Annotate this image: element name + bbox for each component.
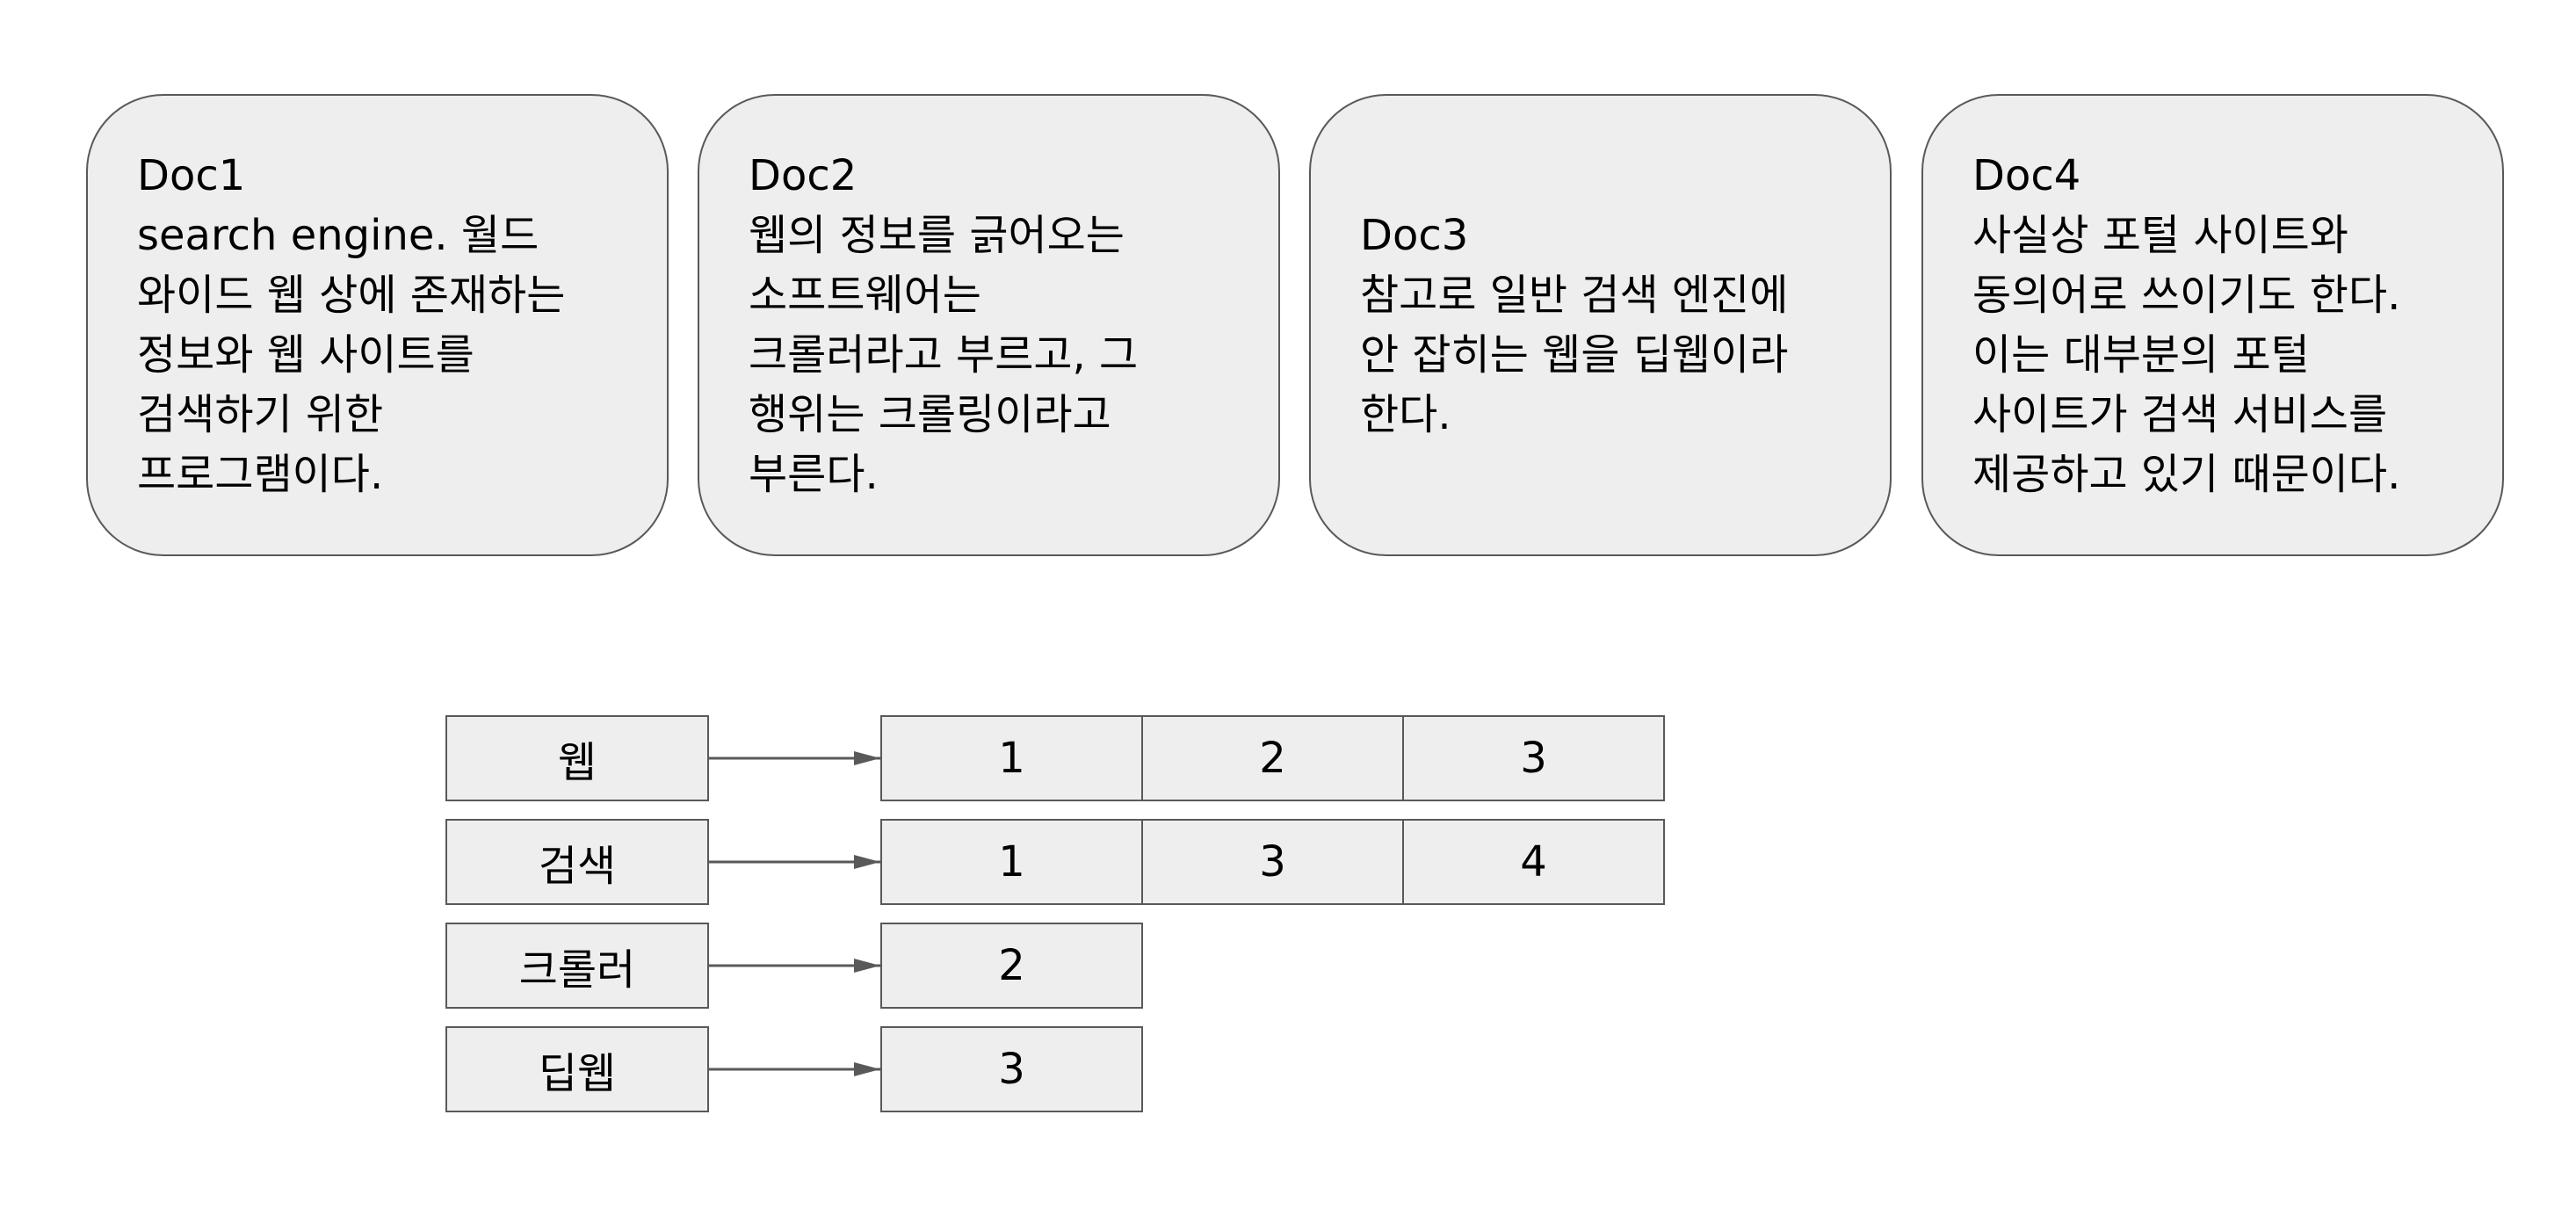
doc-card-3: Doc3 참고로 일반 검색 엔진에 안 잡히는 웹을 딥웹이라 한다. <box>1309 94 1892 556</box>
posting-cell: 1 <box>880 715 1143 801</box>
posting-cell: 2 <box>880 923 1143 1009</box>
term-crawler: 크롤러 <box>445 923 709 1009</box>
doc-text: Doc3 참고로 일반 검색 엔진에 안 잡히는 웹을 딥웹이라 한다. <box>1360 211 1789 439</box>
doc-card-4: Doc4 사실상 포털 사이트와 동의어로 쓰이기도 한다. 이는 대부분의 포… <box>1921 94 2504 556</box>
doc-card-2: Doc2 웹의 정보를 긁어오는 소프트웨어는 크롤러라고 부르고, 그 행위는… <box>698 94 1280 556</box>
term-search: 검색 <box>445 819 709 905</box>
posting-cell: 4 <box>1402 819 1665 905</box>
doc-card-1: Doc1 search engine. 월드 와이드 웹 상에 존재하는 정보와… <box>86 94 669 556</box>
posting-cell: 3 <box>1141 819 1404 905</box>
term-web: 웹 <box>445 715 709 801</box>
posting-cell: 2 <box>1141 715 1404 801</box>
doc-text: Doc4 사실상 포털 사이트와 동의어로 쓰이기도 한다. 이는 대부분의 포… <box>1972 151 2401 499</box>
doc-text: Doc1 search engine. 월드 와이드 웹 상에 존재하는 정보와… <box>137 151 566 499</box>
posting-cell: 3 <box>880 1026 1143 1112</box>
term-deepweb: 딥웹 <box>445 1026 709 1112</box>
posting-cell: 3 <box>1402 715 1665 801</box>
posting-cell: 1 <box>880 819 1143 905</box>
doc-text: Doc2 웹의 정보를 긁어오는 소프트웨어는 크롤러라고 부르고, 그 행위는… <box>749 151 1139 499</box>
